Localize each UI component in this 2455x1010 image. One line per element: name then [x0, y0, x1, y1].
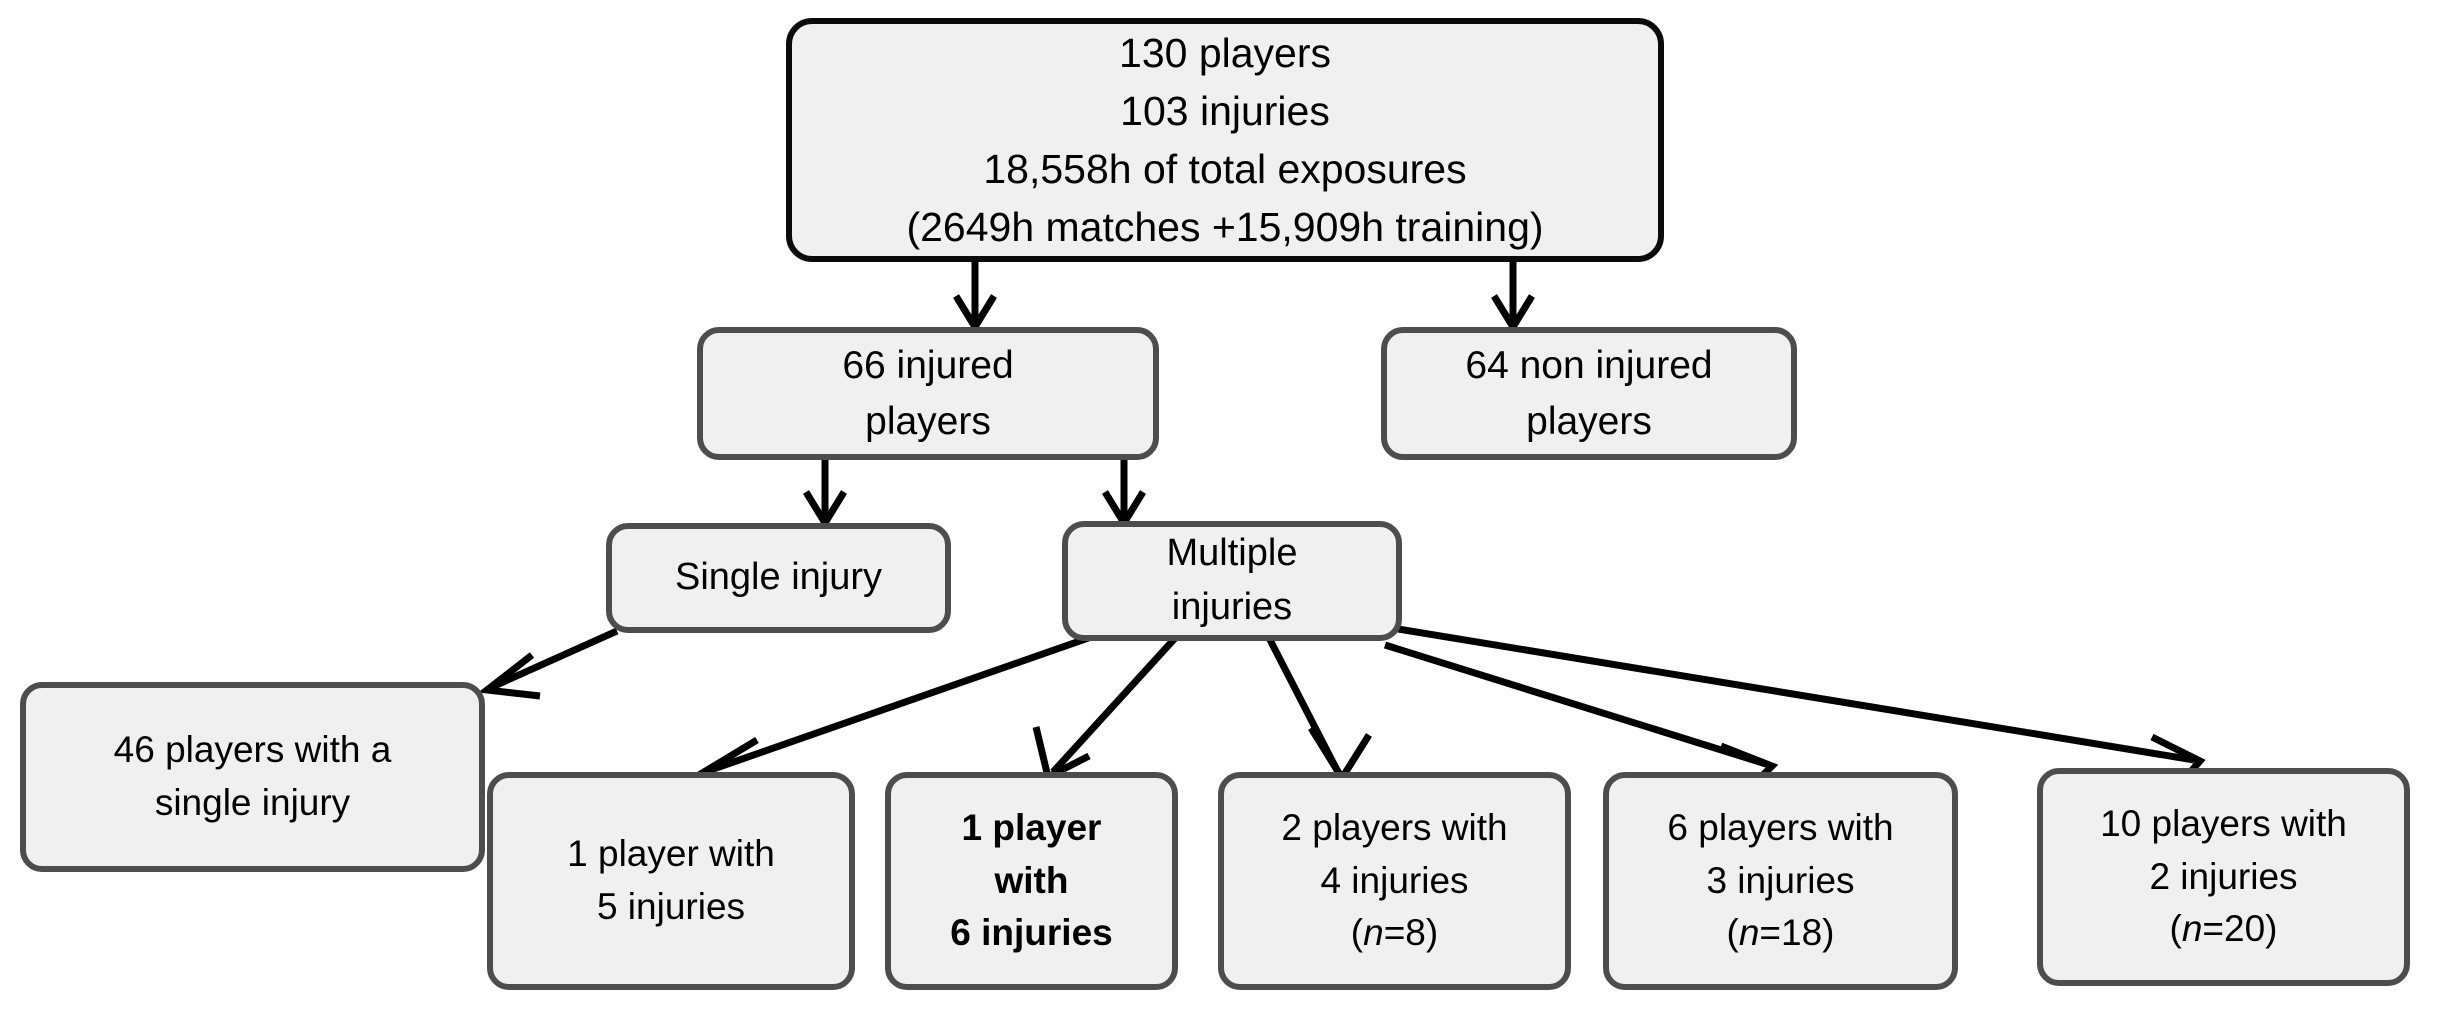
leaf10x2-line1: 10 players with — [2100, 803, 2347, 845]
single-injury-line1: Single injury — [675, 556, 882, 599]
node-leaf-1x6-text: 1 player with 6 injuries — [940, 802, 1122, 960]
injured-line2: players — [865, 399, 991, 443]
non-injured-line2: players — [1526, 399, 1652, 443]
leaf10x2-n-value: =20) — [2202, 908, 2278, 950]
leaf6x3-n-symbol: n — [1738, 912, 1760, 954]
leaf46-line2: single injury — [154, 782, 351, 823]
edge-multiple-to-leaf2x4 — [1264, 634, 1372, 785]
edge-multiple-to-leaf1x5 — [689, 631, 1099, 791]
edge-root-to-injured — [953, 262, 997, 334]
leaf2x4-n-prefix: ( — [1350, 912, 1364, 954]
leaf10x2-line2: 2 injuries — [2149, 855, 2298, 897]
multiple-injuries-line2: injuries — [1171, 586, 1293, 628]
node-leaf-1x5-text: 1 player with 5 injuries — [557, 828, 785, 933]
leaf2x4-n-symbol: n — [1363, 912, 1384, 954]
node-multiple-injuries-text: Multiple injuries — [1157, 527, 1308, 635]
node-injured-text: 66 injured players — [832, 338, 1023, 449]
injured-line1: 66 injured — [842, 344, 1014, 388]
node-leaf-10x2-text: 10 players with 2 injuries (n=20) — [2090, 798, 2357, 956]
leaf1x5-line2: 5 injuries — [596, 886, 746, 927]
node-non-injured-text: 64 non injured players — [1455, 338, 1722, 449]
leaf2x4-line1: 2 players with — [1281, 807, 1508, 849]
leaf1x6-line3: 6 injuries — [950, 912, 1113, 954]
leaf10x2-line3: (n=20) — [2169, 908, 2277, 949]
node-leaf-2players-4injuries: 2 players with 4 injuries (n=8) — [1218, 772, 1571, 990]
leaf46-line1: 46 players with a — [113, 729, 392, 771]
root-line3: 18,558h of total exposures — [983, 146, 1467, 192]
node-single-injury-text: Single injury — [665, 551, 892, 605]
node-injured-players: 66 injured players — [697, 327, 1159, 460]
leaf1x5-line1: 1 player with — [567, 833, 775, 875]
leaf6x3-line1: 6 players with — [1667, 807, 1894, 849]
leaf6x3-n-value: =18) — [1759, 912, 1835, 954]
node-non-injured-players: 64 non injured players — [1381, 327, 1797, 460]
edge-root-to-non-injured — [1491, 262, 1535, 334]
leaf1x6-line1: 1 player — [961, 807, 1102, 849]
edge-injured-to-multiple — [1102, 460, 1146, 530]
leaf2x4-n-value: =8) — [1383, 912, 1439, 954]
node-single-injury: Single injury — [606, 523, 951, 633]
leaf6x3-line2: 3 injuries — [1706, 859, 1855, 901]
node-leaf-2x4-text: 2 players with 4 injuries (n=8) — [1271, 802, 1517, 960]
multiple-injuries-line1: Multiple — [1166, 532, 1298, 575]
edge-single-to-leaf46 — [478, 627, 619, 700]
node-leaf-1player-6injuries: 1 player with 6 injuries — [885, 772, 1178, 990]
root-line2: 103 injuries — [1120, 87, 1330, 134]
leaf10x2-n-symbol: n — [2181, 908, 2203, 950]
node-leaf-1player-5injuries: 1 player with 5 injuries — [487, 772, 855, 990]
root-line4: (2649h matches +15,909h training) — [906, 204, 1544, 251]
leaf6x3-n-prefix: ( — [1726, 912, 1739, 954]
node-leaf-10players-2injuries: 10 players with 2 injuries (n=20) — [2037, 768, 2410, 986]
node-leaf-46-single: 46 players with a single injury — [20, 682, 485, 872]
edge-injured-to-single — [803, 460, 847, 530]
root-line1: 130 players — [1119, 29, 1331, 76]
node-multiple-injuries: Multiple injuries — [1062, 521, 1402, 641]
node-leaf-46-text: 46 players with a single injury — [104, 724, 402, 829]
leaf1x6-line2: with — [994, 859, 1069, 901]
leaf2x4-line3: (n=8) — [1351, 912, 1438, 953]
edge-multiple-to-leaf1x6 — [1032, 633, 1180, 783]
node-leaf-6players-3injuries: 6 players with 3 injuries (n=18) — [1603, 772, 1958, 990]
node-leaf-6x3-text: 6 players with 3 injuries (n=18) — [1657, 802, 1903, 960]
leaf6x3-line3: (n=18) — [1727, 912, 1835, 953]
node-root-cohort: 130 players 103 injuries 18,558h of tota… — [786, 18, 1664, 262]
leaf10x2-n-prefix: ( — [2169, 908, 2182, 950]
non-injured-line1: 64 non injured — [1465, 344, 1713, 388]
leaf2x4-line2: 4 injuries — [1320, 859, 1469, 901]
node-root-text: 130 players 103 injuries 18,558h of tota… — [896, 24, 1553, 257]
